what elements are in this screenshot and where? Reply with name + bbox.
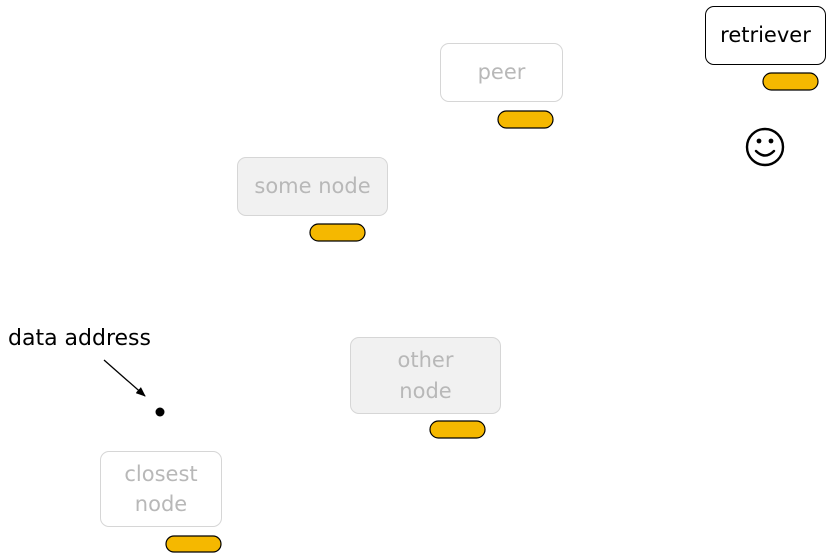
some-node: some node [237, 157, 388, 216]
closest-node-label: closest node [124, 461, 198, 516]
peer-token-icon [497, 110, 554, 129]
retriever-label: retriever [720, 23, 811, 48]
closest-node-token-icon [165, 535, 222, 553]
other-node-label: other node [397, 348, 454, 403]
retriever-token-icon [762, 72, 819, 91]
smiley-face-icon [745, 127, 785, 167]
data-address-arrow [103, 359, 146, 397]
retriever-node: retriever [705, 6, 826, 65]
other-node: other node [350, 337, 501, 414]
data-address-label: data address [8, 326, 151, 351]
some-node-label: some node [254, 174, 371, 199]
some-node-token-icon [309, 223, 366, 242]
closest-node: closest node [100, 451, 222, 527]
data-address-dot [155, 407, 165, 417]
peer-label: peer [477, 60, 526, 85]
other-node-token-icon [429, 420, 486, 439]
peer-node: peer [440, 43, 563, 102]
